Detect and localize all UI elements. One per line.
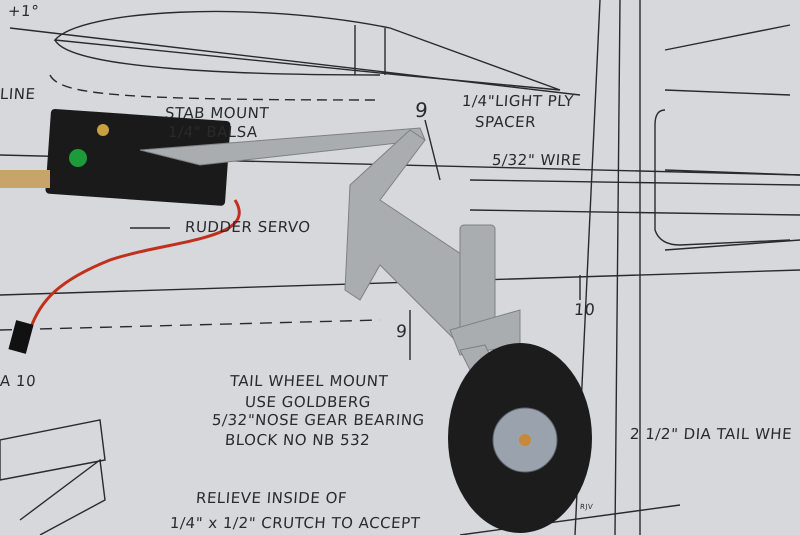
mount-line-2: USE GOLDBERG <box>244 393 372 411</box>
stab-mount-balsa-label: 1/4" BALSA <box>167 123 259 141</box>
relieve-line-1: RELIEVE INSIDE OF <box>195 489 348 507</box>
light-ply-label: 1/4"LIGHT PLY <box>461 92 575 110</box>
line-label: LINE <box>0 85 37 103</box>
angle-label: +1° <box>7 2 40 20</box>
servo-body <box>0 108 231 206</box>
stab-mount-label: STAB MOUNT <box>164 104 270 122</box>
mount-line-4: BLOCK NO NB 532 <box>224 431 371 449</box>
relieve-line-2: 1/4" x 1/2" CRUTCH TO ACCEPT <box>169 514 421 532</box>
mount-line-3: 5/32"NOSE GEAR BEARING <box>211 411 426 429</box>
station-9-top: 9 <box>414 98 430 122</box>
a10-label: A 10 <box>0 372 37 390</box>
mount-line-1: TAIL WHEEL MOUNT <box>229 372 389 390</box>
wheel-dia-label: 2 1/2" DIA TAIL WHE <box>629 425 793 443</box>
rudder-servo-label: RUDDER SERVO <box>184 218 312 236</box>
spacer-label: SPACER <box>474 113 537 131</box>
station-9-bottom: 9 <box>395 322 409 342</box>
initials-label: RJV <box>579 503 594 511</box>
station-10: 10 <box>573 300 597 319</box>
servo-wire <box>28 199 241 331</box>
wire-label: 5/32" WIRE <box>491 151 583 169</box>
